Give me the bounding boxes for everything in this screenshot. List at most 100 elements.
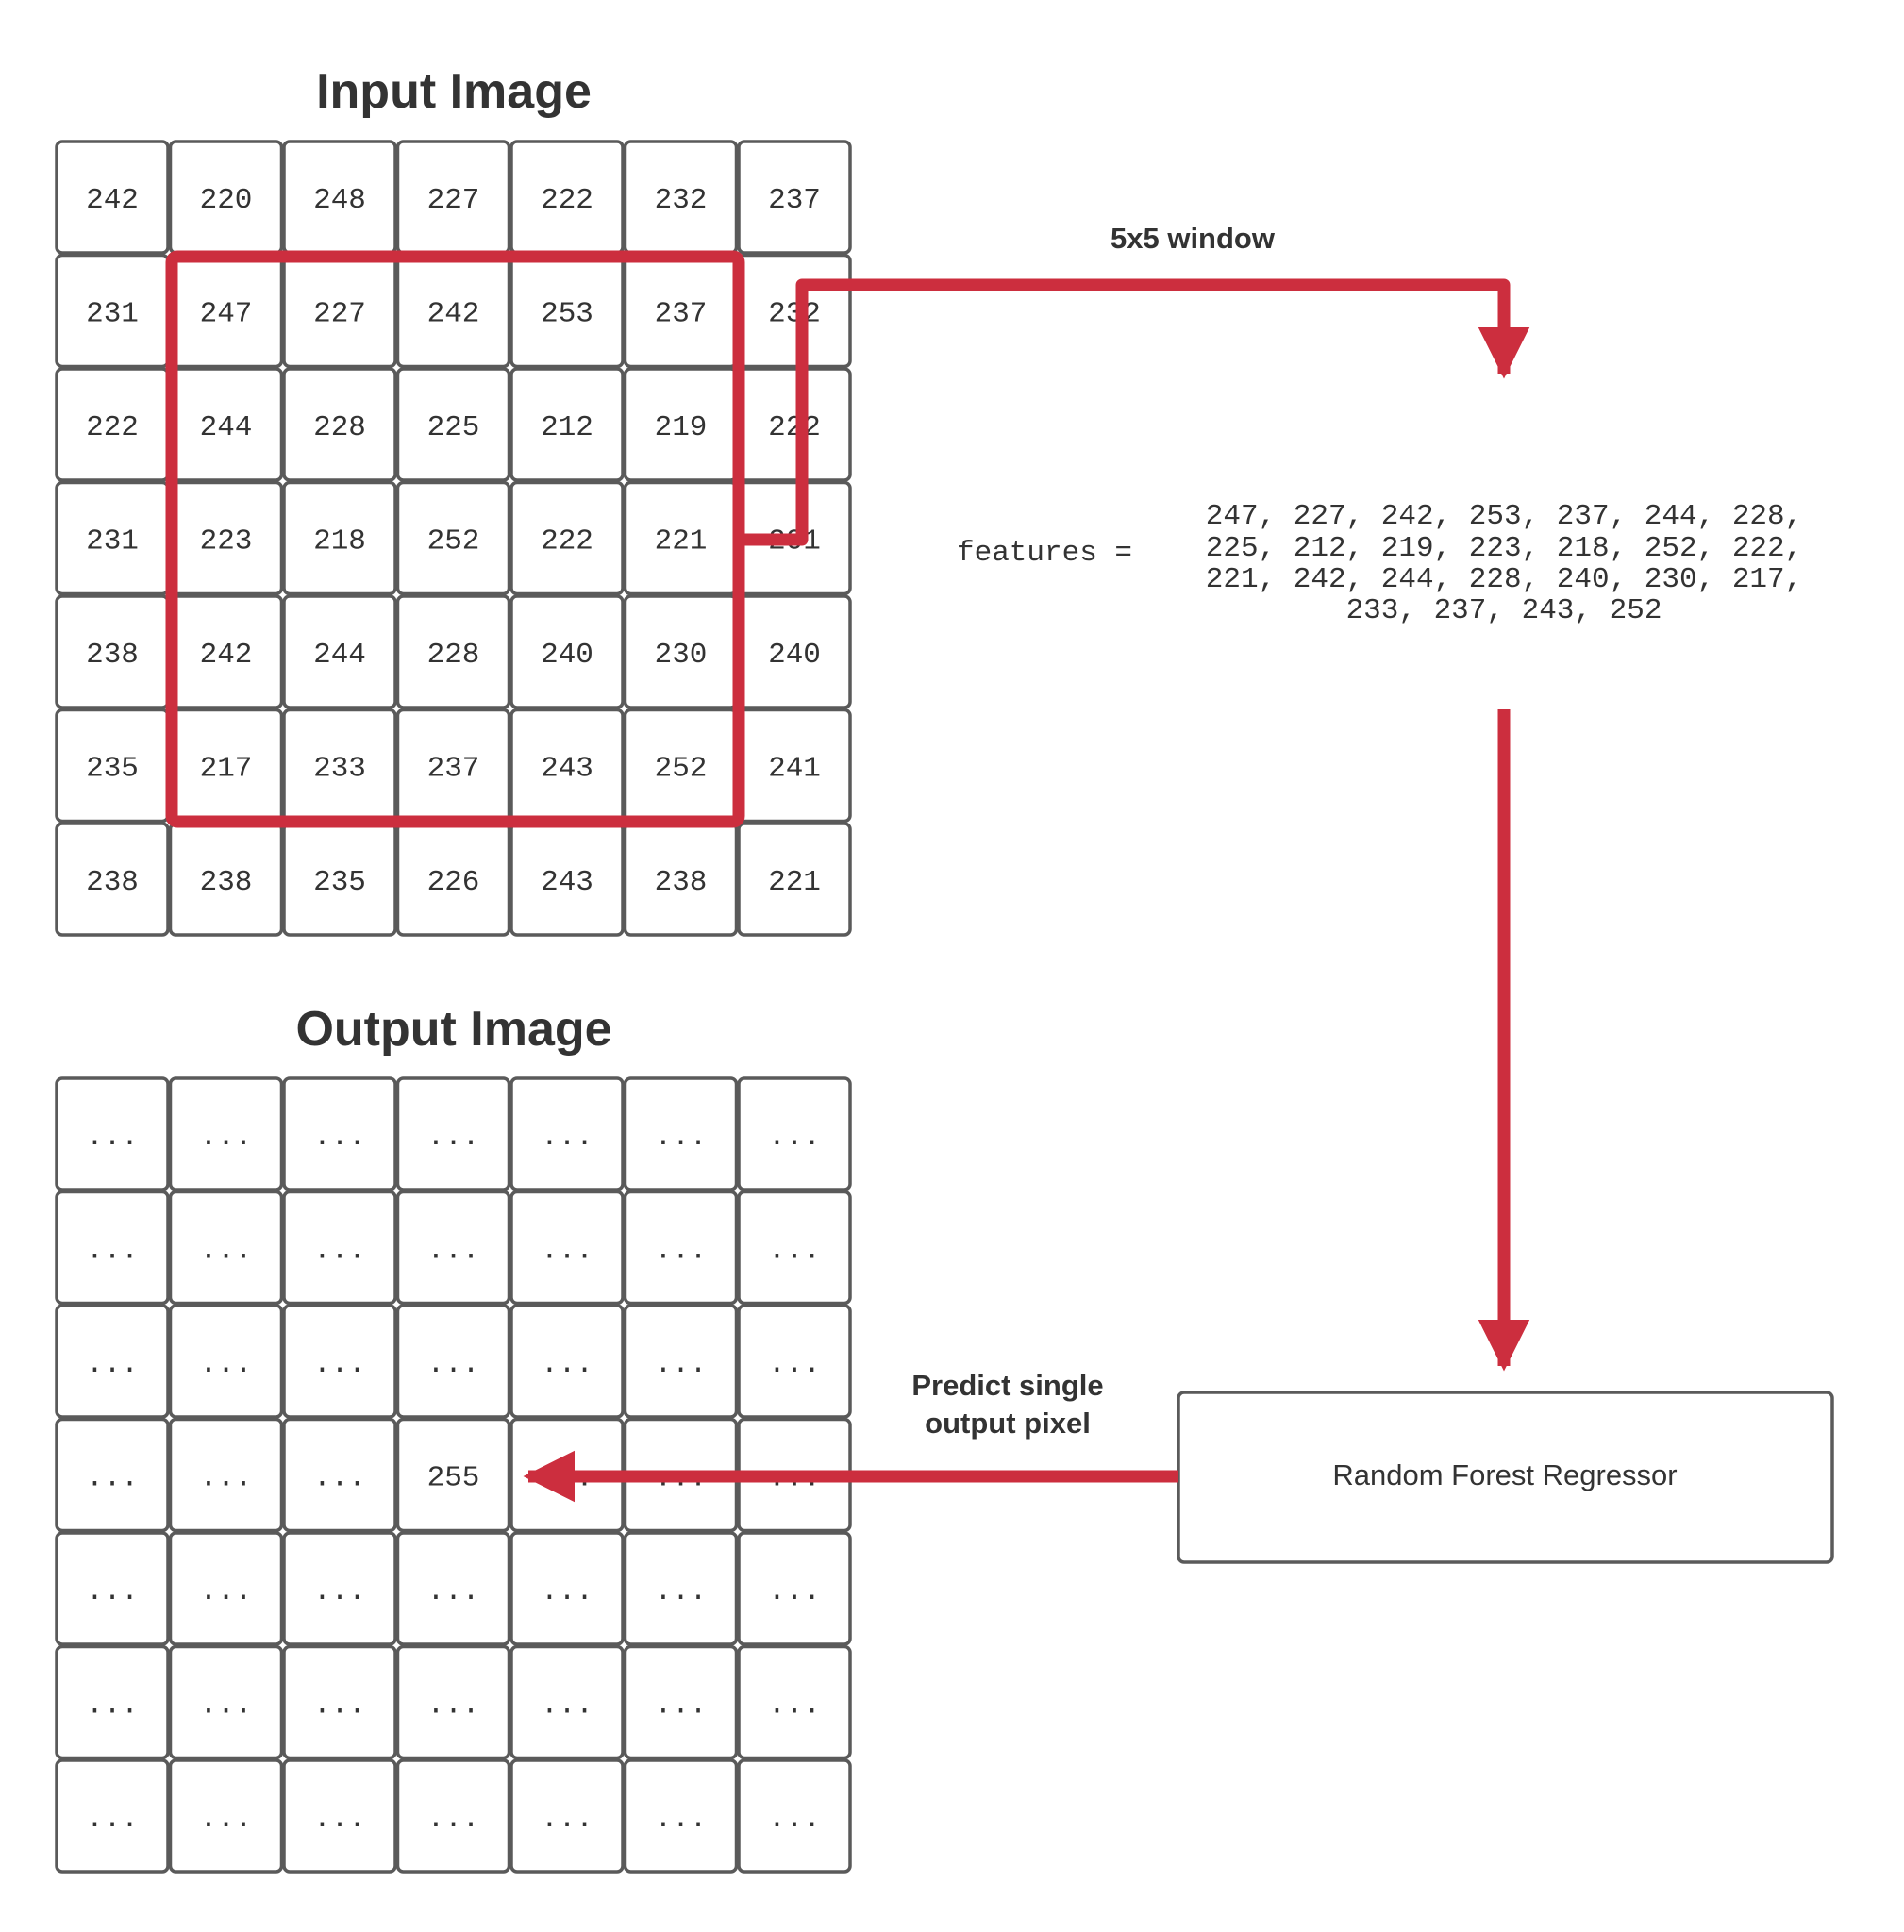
- input-cell-6-0: [55, 822, 170, 937]
- output-cell-2-4: [509, 1304, 625, 1419]
- input-cell-3-2: [282, 480, 397, 596]
- output-cell-1-2: [282, 1190, 397, 1306]
- output-cell-value-0-0: ...: [86, 1121, 139, 1154]
- output-cell-4-1: [168, 1531, 284, 1646]
- input-cell-value-1-2: 227: [313, 298, 366, 331]
- output-cell-value-4-5: ...: [655, 1575, 708, 1608]
- input-cell-value-5-6: 241: [768, 753, 821, 786]
- predict-label-line-1: Predict single: [911, 1369, 1103, 1402]
- output-cell-2-0: [55, 1304, 170, 1419]
- output-cell-value-4-1: ...: [200, 1575, 253, 1608]
- input-cell-4-2: [282, 594, 397, 709]
- features-line-4: 233, 237, 243, 252: [1346, 594, 1662, 627]
- input-cell-4-4: [509, 594, 625, 709]
- output-cell-value-3-0: ...: [86, 1462, 139, 1495]
- output-image-grid: ........................................…: [55, 1076, 852, 1874]
- input-cell-value-4-4: 240: [541, 639, 593, 672]
- output-cell-2-1: [168, 1304, 284, 1419]
- output-cell-3-2: [282, 1417, 397, 1533]
- output-cell-value-6-5: ...: [655, 1803, 708, 1836]
- predict-label-line-2: output pixel: [925, 1407, 1091, 1440]
- output-cell-value-2-0: ...: [86, 1348, 139, 1381]
- output-cell-2-6: [737, 1304, 852, 1419]
- output-cell-value-3-3: 255: [427, 1462, 480, 1495]
- output-cell-6-6: [737, 1758, 852, 1874]
- output-cell-0-6: [737, 1076, 852, 1191]
- output-cell-2-2: [282, 1304, 397, 1419]
- input-cell-value-0-1: 220: [200, 184, 253, 217]
- input-cell-value-3-3: 252: [427, 525, 480, 558]
- output-cell-value-4-2: ...: [313, 1575, 366, 1608]
- output-cell-value-2-2: ...: [313, 1348, 366, 1381]
- output-cell-value-2-6: ...: [768, 1348, 821, 1381]
- output-cell-5-4: [509, 1644, 625, 1760]
- output-cell-value-1-6: ...: [768, 1235, 821, 1268]
- output-cell-0-1: [168, 1076, 284, 1191]
- output-cell-5-2: [282, 1644, 397, 1760]
- output-cell-value-2-4: ...: [541, 1348, 593, 1381]
- input-cell-value-3-2: 218: [313, 525, 366, 558]
- input-cell-value-2-1: 244: [200, 411, 253, 444]
- output-cell-0-4: [509, 1076, 625, 1191]
- output-cell-value-0-1: ...: [200, 1121, 253, 1154]
- output-cell-value-5-1: ...: [200, 1690, 253, 1723]
- input-cell-value-2-5: 219: [655, 411, 708, 444]
- input-cell-value-2-4: 212: [541, 411, 593, 444]
- output-cell-4-3: [395, 1531, 511, 1646]
- input-cell-value-4-5: 230: [655, 639, 708, 672]
- output-cell-1-4: [509, 1190, 625, 1306]
- input-cell-value-1-1: 247: [200, 298, 253, 331]
- input-cell-value-0-4: 222: [541, 184, 593, 217]
- output-cell-value-0-3: ...: [427, 1121, 480, 1154]
- features-line-1: 247, 227, 242, 253, 237, 244, 228,: [1206, 500, 1803, 533]
- output-cell-1-3: [395, 1190, 511, 1306]
- input-cell-value-2-0: 222: [86, 411, 139, 444]
- output-cell-4-5: [623, 1531, 739, 1646]
- output-cell-5-5: [623, 1644, 739, 1760]
- input-cell-value-3-5: 221: [655, 525, 708, 558]
- input-cell-2-3: [395, 367, 511, 482]
- input-cell-value-6-0: 238: [86, 866, 139, 899]
- input-cell-value-1-6: 232: [768, 298, 821, 331]
- output-cell-value-0-4: ...: [541, 1121, 593, 1154]
- output-cell-6-5: [623, 1758, 739, 1874]
- output-cell-0-3: [395, 1076, 511, 1191]
- output-cell-value-1-4: ...: [541, 1235, 593, 1268]
- input-cell-value-6-1: 238: [200, 866, 253, 899]
- input-cell-value-2-6: 222: [768, 411, 821, 444]
- output-cell-value-6-2: ...: [313, 1803, 366, 1836]
- features-line-2: 225, 212, 219, 223, 218, 252, 222,: [1206, 532, 1803, 565]
- output-cell-2-3: [395, 1304, 511, 1419]
- input-cell-value-0-0: 242: [86, 184, 139, 217]
- output-cell-value-6-1: ...: [200, 1803, 253, 1836]
- input-cell-value-0-2: 248: [313, 184, 366, 217]
- input-cell-value-1-3: 242: [427, 298, 480, 331]
- output-cell-1-0: [55, 1190, 170, 1306]
- output-cell-value-1-0: ...: [86, 1235, 139, 1268]
- output-cell-0-2: [282, 1076, 397, 1191]
- output-cell-5-1: [168, 1644, 284, 1760]
- input-cell-value-5-4: 243: [541, 753, 593, 786]
- output-cell-6-3: [395, 1758, 511, 1874]
- output-cell-6-0: [55, 1758, 170, 1874]
- input-cell-value-3-1: 223: [200, 525, 253, 558]
- output-cell-1-1: [168, 1190, 284, 1306]
- input-cell-3-4: [509, 480, 625, 596]
- output-cell-1-5: [623, 1190, 739, 1306]
- features-line-3: 221, 242, 244, 228, 240, 230, 217,: [1206, 563, 1803, 596]
- input-cell-value-5-0: 235: [86, 753, 139, 786]
- input-cell-3-3: [395, 480, 511, 596]
- input-cell-value-5-3: 237: [427, 753, 480, 786]
- input-cell-value-4-1: 242: [200, 639, 253, 672]
- input-cell-value-3-0: 231: [86, 525, 139, 558]
- random-forest-label: Random Forest Regressor: [1332, 1458, 1677, 1491]
- output-cell-value-6-6: ...: [768, 1803, 821, 1836]
- output-cell-value-6-0: ...: [86, 1803, 139, 1836]
- input-cell-0-6: [737, 140, 852, 255]
- output-cell-value-3-2: ...: [313, 1462, 366, 1495]
- input-cell-6-6: [737, 822, 852, 937]
- output-cell-4-6: [737, 1531, 852, 1646]
- output-cell-2-5: [623, 1304, 739, 1419]
- window-label: 5x5 window: [1111, 222, 1276, 255]
